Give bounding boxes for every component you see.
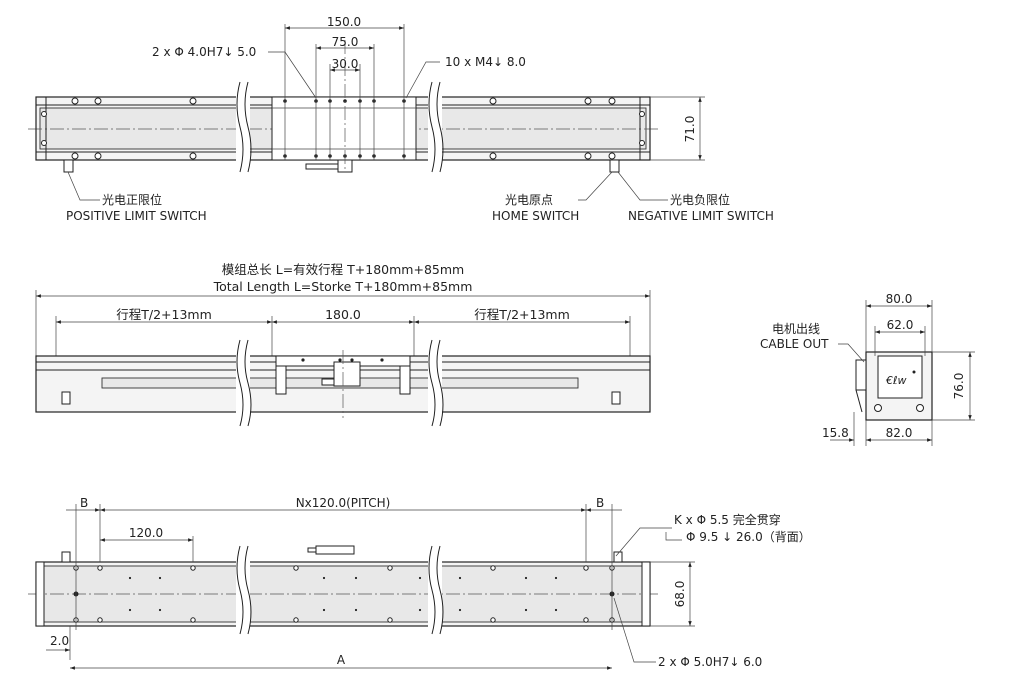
pin-hole-bottom-note: 2 x Φ 5.0H7↓ 6.0 bbox=[658, 655, 762, 669]
dim-80: 80.0 bbox=[886, 292, 913, 306]
total-length-cn: 模组总长 L=有效行程 T+180mm+85mm bbox=[222, 262, 464, 277]
dim-15-8: 15.8 bbox=[822, 426, 849, 440]
top-carriage bbox=[271, 96, 417, 161]
total-length-en: Total Length L=Storke T+180mm+85mm bbox=[213, 279, 473, 294]
dim-71: 71.0 bbox=[683, 116, 697, 143]
brand-mark: €ℓw bbox=[885, 374, 907, 387]
dim-120: 120.0 bbox=[129, 526, 163, 540]
home-switch-cn: 光电原点 bbox=[505, 193, 553, 207]
bottom-view: B Nx120.0(PITCH) B 120.0 68.0 2.0 A K x … bbox=[28, 496, 811, 670]
dim-150: 150.0 bbox=[327, 15, 361, 29]
cable-out-en: CABLE OUT bbox=[760, 337, 829, 351]
cable-out-cn: 电机出线 bbox=[772, 322, 820, 336]
side-limit-left bbox=[61, 391, 71, 405]
thread-note: 10 x M4↓ 8.0 bbox=[445, 55, 526, 69]
top-view: 150.0 75.0 30.0 71.0 2 x Φ 4.0H7↓ 5.0 10… bbox=[28, 15, 774, 223]
dim-76: 76.0 bbox=[952, 373, 966, 400]
end-motor-cap bbox=[877, 355, 923, 399]
negative-limit-sensor bbox=[609, 159, 620, 173]
positive-limit-cn: 光电正限位 bbox=[102, 192, 162, 207]
positive-limit-en: POSITIVE LIMIT SWITCH bbox=[66, 209, 207, 223]
bottom-small-holes bbox=[128, 576, 558, 612]
dim-68: 68.0 bbox=[673, 581, 687, 608]
dim-pitch: Nx120.0(PITCH) bbox=[296, 496, 391, 510]
top-break-right bbox=[428, 82, 442, 172]
stroke-right: 行程T/2+13mm bbox=[474, 307, 570, 322]
positive-limit-sensor bbox=[63, 159, 74, 173]
stroke-left: 行程T/2+13mm bbox=[116, 307, 212, 322]
dim-2: 2.0 bbox=[50, 634, 69, 648]
negative-limit-cn: 光电负限位 bbox=[670, 192, 730, 207]
side-view: 模组总长 L=有效行程 T+180mm+85mm Total Length L=… bbox=[35, 262, 651, 427]
top-break-left bbox=[236, 82, 250, 172]
through-hole-note: K x Φ 5.5 完全贯穿 bbox=[674, 512, 781, 527]
home-switch-en: HOME SWITCH bbox=[492, 209, 579, 223]
side-limit-right bbox=[611, 391, 621, 405]
dim-a: A bbox=[337, 653, 346, 667]
dim-82: 82.0 bbox=[886, 426, 913, 440]
dim-b-left: B bbox=[80, 496, 88, 510]
top-mounting-holes bbox=[41, 97, 645, 160]
dim-75: 75.0 bbox=[332, 35, 359, 49]
dim-b-right: B bbox=[596, 496, 604, 510]
negative-limit-en: NEGATIVE LIMIT SWITCH bbox=[628, 209, 774, 223]
counterbore-note: Φ 9.5 ↓ 26.0（背面） bbox=[686, 530, 811, 544]
end-view: €ℓw 80.0 62.0 76.0 82.0 15.8 电机出线 CABLE … bbox=[760, 292, 975, 446]
end-cable-housing bbox=[855, 359, 867, 391]
dim-62: 62.0 bbox=[887, 318, 914, 332]
side-sensor-block bbox=[333, 361, 361, 387]
dim-30: 30.0 bbox=[332, 57, 359, 71]
pin-hole-note: 2 x Φ 4.0H7↓ 5.0 bbox=[152, 45, 256, 59]
stroke-mid: 180.0 bbox=[325, 307, 361, 322]
bottom-sensor bbox=[315, 545, 355, 555]
